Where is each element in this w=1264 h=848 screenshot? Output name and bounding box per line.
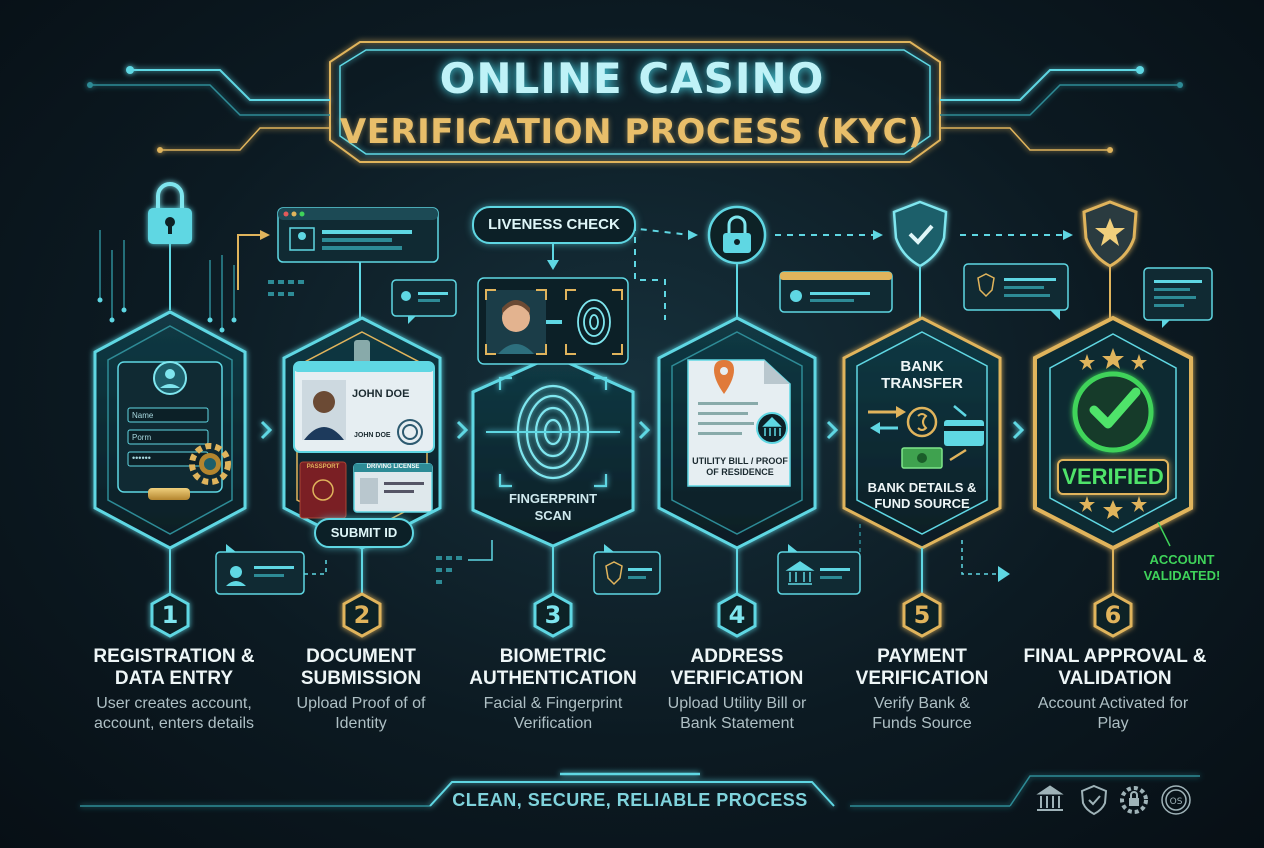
verified-badge-icon	[1057, 371, 1169, 495]
driving-license-label: DRIVING LICENSE	[366, 464, 420, 470]
step-number-2: 2	[353, 601, 371, 629]
step-title-6: FINAL APPROVAL & VALIDATION	[1023, 646, 1207, 689]
id-card-name-small: JOHN DOE	[354, 432, 391, 439]
footer-bank-icon	[1036, 785, 1064, 811]
bank-transfer-icons	[868, 405, 984, 469]
shield-check-icon-5	[892, 200, 948, 268]
footer-gear-lock-icon	[1120, 786, 1148, 814]
submit-id-button[interactable]: SUBMIT ID	[314, 518, 414, 548]
chat-bubble-icon	[391, 279, 457, 324]
step-number-4: 4	[728, 601, 746, 629]
fingerprint-scan-icon	[486, 376, 620, 488]
liveness-check-label: LIVENESS CHECK	[472, 206, 636, 244]
title-banner: ONLINE CASINO VERIFICATION PROCESS (KYC)	[312, 40, 952, 162]
chat-list-bubble	[1143, 267, 1213, 328]
id-card-icon	[293, 340, 435, 453]
step-number-1: 1	[161, 601, 179, 629]
page-subtitle: VERIFICATION PROCESS (KYC)	[339, 112, 925, 152]
step-title-4: ADDRESS VERIFICATION	[670, 646, 804, 689]
gold-connector	[237, 234, 262, 290]
liveness-panel	[477, 277, 629, 365]
step-desc-3: Facial & Fingerprint Verification	[483, 695, 623, 732]
step-desc-6: Account Activated for Play	[1037, 695, 1189, 732]
footer-seal-icon: OS	[1161, 785, 1191, 815]
step-number-5: 5	[913, 601, 931, 629]
step-desc-2: Upload Proof of of Identity	[296, 695, 426, 732]
star-shield-icon-6	[1082, 200, 1138, 268]
footer-frame	[80, 772, 1200, 807]
registration-form-icon	[117, 361, 223, 500]
chat-bubble-lower-1	[215, 544, 305, 595]
chat-bank-bubble	[777, 544, 861, 595]
lock-icon-1	[148, 182, 192, 244]
step-title-1: REGISTRATION & DATA ENTRY	[93, 646, 255, 689]
title-frame	[87, 41, 1183, 163]
form-label-name: Name	[132, 411, 154, 420]
account-validated-label: ACCOUNT VALIDATED!	[1143, 552, 1221, 583]
bank-details-label: BANK DETAILS & FUND SOURCE	[867, 480, 977, 511]
footer-tagline: CLEAN, SECURE, RELIABLE PROCESS	[452, 790, 808, 810]
lock-icon-4	[707, 205, 767, 265]
step-title-3: BIOMETRIC AUTHENTICATION	[469, 646, 637, 689]
footer-shield-check-icon	[1080, 784, 1108, 816]
bank-transfer-label: BANK TRANSFER	[881, 358, 963, 392]
step-desc-5: Verify Bank & Funds Source	[872, 695, 972, 732]
fingerprint-small-icon	[577, 299, 611, 345]
step-desc-4: Upload Utility Bill or Bank Statement	[667, 695, 807, 732]
id-card-name: JOHN DOE	[352, 388, 410, 400]
step-title-5: PAYMENT VERIFICATION	[855, 646, 989, 689]
browser-card-icon	[779, 271, 893, 313]
gear-icon	[189, 443, 231, 485]
svg-text:OS: OS	[1170, 797, 1183, 807]
flow-chevrons	[260, 420, 1025, 440]
step-desc-1: User creates account, account, enters de…	[93, 695, 255, 732]
chat-shield-bubble	[593, 544, 661, 595]
page-title: ONLINE CASINO	[439, 54, 825, 103]
utility-bill-label: UTILITY BILL / PROOF OF RESIDENCE	[692, 456, 788, 477]
star-icons	[1079, 348, 1147, 519]
form-label-porm: Porm	[132, 433, 152, 442]
top-arrowheads	[688, 230, 1073, 240]
step-number-6: 6	[1104, 601, 1122, 629]
verified-label: VERIFIED	[1062, 464, 1164, 489]
passport-icon	[299, 461, 347, 519]
form-label-password: ••••••	[132, 453, 151, 463]
passport-label: PASSPORT	[306, 464, 340, 470]
number-badges	[150, 546, 1133, 638]
browser-window-icon	[277, 207, 439, 263]
step-title-2: DOCUMENT SUBMISSION	[300, 646, 422, 689]
utility-bill-document-icon	[687, 359, 791, 487]
step-number-3: 3	[544, 601, 562, 629]
fingerprint-scan-label: FINGERPRINT SCAN	[508, 491, 598, 523]
driving-license-icon	[353, 463, 433, 513]
chat-check-bubble	[963, 263, 1069, 320]
